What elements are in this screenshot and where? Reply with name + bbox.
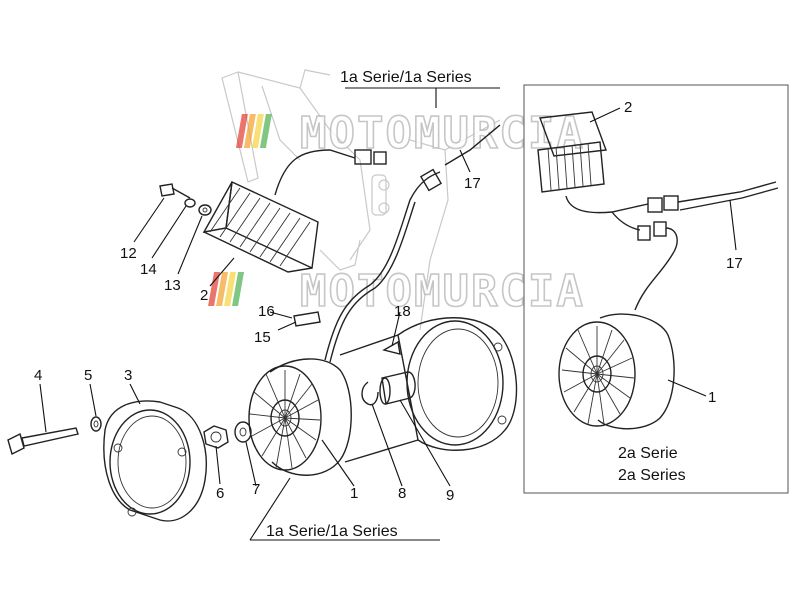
- callout-7: 7: [252, 481, 260, 498]
- stator-wire-1a: [324, 124, 501, 363]
- series-1a-bottom-label: 1a Serie/1a Series: [266, 523, 398, 540]
- circlip-8: [361, 381, 379, 406]
- callout-17-top: 17: [464, 175, 481, 192]
- callout-numbers: 2 17 17 12 14 13 2 16 15 18 4 5 3 6 7 1 …: [34, 99, 743, 504]
- callout-4: 4: [34, 367, 42, 384]
- callout-1-right: 1: [708, 389, 716, 406]
- callout-12: 12: [120, 245, 137, 262]
- watermark-text: MOTOMURCIA: [300, 108, 585, 159]
- washer-5: [90, 416, 102, 432]
- callout-5: 5: [84, 367, 92, 384]
- callout-13: 13: [164, 277, 181, 294]
- callout-8: 8: [398, 485, 406, 502]
- series-2a-label-line1: 2a Serie: [618, 445, 678, 462]
- cover-3: [103, 400, 207, 522]
- regulator-rectifier-2a: [537, 111, 779, 311]
- nut-6: [203, 425, 229, 449]
- callout-2-left: 2: [200, 287, 208, 304]
- series-labels: 1a Serie/1a Series 1a Serie/1a Series 2a…: [266, 69, 686, 540]
- callout-3: 3: [124, 367, 132, 384]
- bolt-12-washers: [159, 183, 212, 216]
- watermark-logo-middle: MOTOMURCIA: [208, 265, 585, 318]
- bushing: [379, 371, 416, 405]
- leader-lines: [39, 87, 737, 541]
- watermark-text: MOTOMURCIA: [300, 266, 585, 317]
- callout-16: 16: [258, 303, 275, 320]
- callout-2-right: 2: [624, 99, 632, 116]
- flywheel-housing-9: [339, 317, 518, 463]
- series-2a-label-line2: 2a Series: [618, 467, 686, 484]
- series-2a-box: [523, 84, 789, 494]
- stator-rotor-1a: [248, 358, 352, 476]
- callout-18: 18: [394, 303, 411, 320]
- series-1a-top-label: 1a Serie/1a Series: [340, 69, 472, 86]
- callout-1-left: 1: [350, 485, 358, 502]
- regulator-rectifier-1a: [202, 149, 387, 273]
- callout-9: 9: [446, 487, 454, 504]
- callout-17-right: 17: [726, 255, 743, 272]
- grommet-18: [382, 340, 401, 355]
- callout-6: 6: [216, 485, 224, 502]
- bolt-4: [7, 427, 79, 456]
- callout-15: 15: [254, 329, 271, 346]
- callout-14: 14: [140, 261, 157, 278]
- washer-7: [234, 421, 252, 443]
- watermark-logo-top: MOTOMURCIA: [235, 107, 585, 160]
- stator-rotor-2a: [558, 313, 675, 430]
